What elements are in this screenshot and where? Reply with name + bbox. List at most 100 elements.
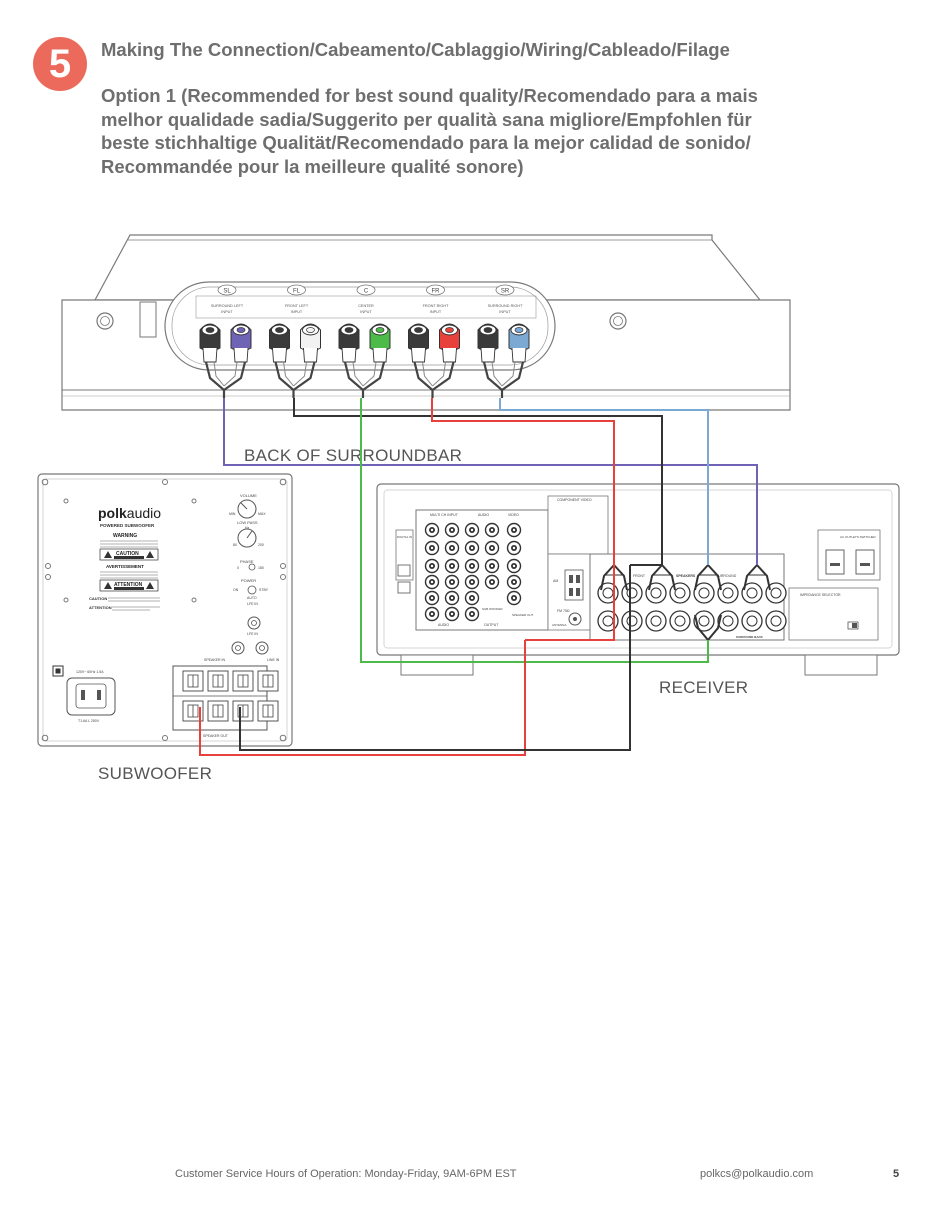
phase-label: PHASE: [240, 559, 254, 564]
support-email: polkcs@polkaudio.com: [700, 1168, 814, 1180]
speakers-label: SPEAKERS: [676, 574, 696, 578]
front-label: FRONT: [633, 574, 646, 578]
receiver-speaker-terminal-icon[interactable]: [693, 610, 715, 632]
receiver-speaker-terminal-icon[interactable]: [717, 610, 739, 632]
rca-jack-icon[interactable]: [484, 522, 500, 538]
subwoofer-brand-logo: polkaudio: [98, 505, 161, 521]
lfe-in-jack-icon[interactable]: [247, 616, 261, 630]
rca-jack-icon[interactable]: [424, 574, 440, 590]
rca-jack-icon[interactable]: [444, 590, 460, 606]
black-binding-post-icon[interactable]: [338, 323, 360, 363]
receiver-speaker-terminal-icon[interactable]: [645, 610, 667, 632]
colored-binding-post-icon[interactable]: [300, 323, 321, 363]
subwoofer-caption: SUBWOOFER: [98, 764, 212, 783]
multi-ch-input-label: MULTI CH INPUT: [430, 513, 459, 517]
rca-jack-icon[interactable]: [424, 558, 440, 574]
rca-jack-icon[interactable]: [464, 522, 480, 538]
surround-back-label: SURROUND BACK: [736, 635, 764, 639]
rca-jack-icon[interactable]: [444, 540, 460, 556]
rca-jack-icon[interactable]: [506, 522, 522, 538]
sub-speaker-terminal-icon[interactable]: [232, 670, 254, 692]
wire-front-right: [431, 398, 615, 565]
line-in-jack-icon[interactable]: [231, 641, 245, 655]
y-connector-icon: [343, 361, 386, 398]
sub-speaker-terminal-icon[interactable]: [182, 670, 204, 692]
receiver-speaker-terminal-icon[interactable]: [741, 582, 763, 604]
sub-speaker-terminal-icon[interactable]: [257, 700, 279, 722]
receiver-speaker-terminal-icon[interactable]: [717, 582, 739, 604]
receiver-speaker-terminal-icon[interactable]: [693, 582, 715, 604]
rca-jack-icon[interactable]: [506, 590, 522, 606]
fm-label: FM 75Ω: [557, 609, 570, 613]
rca-jack-icon[interactable]: [444, 558, 460, 574]
rca-jack-icon[interactable]: [484, 574, 500, 590]
receiver-speaker-terminal-icon[interactable]: [765, 582, 787, 604]
receiver-speaker-terminal-icon[interactable]: [669, 610, 691, 632]
rca-jack-icon[interactable]: [424, 522, 440, 538]
surroundbar-caption: BACK OF SURROUNDBAR: [244, 446, 462, 465]
channel-sublabel: INPUT: [499, 310, 511, 314]
receiver-speaker-terminal-icon[interactable]: [621, 582, 643, 604]
sub-speaker-terminal-icon[interactable]: [207, 670, 229, 692]
colored-binding-post-icon[interactable]: [369, 323, 391, 363]
rca-jack-icon[interactable]: [444, 606, 460, 622]
rca-jack-icon[interactable]: [424, 606, 440, 622]
receiver-speaker-terminal-icon[interactable]: [765, 610, 787, 632]
power-stby: STBY: [259, 588, 269, 592]
ac-outlet-icon: [825, 549, 845, 575]
sub-speaker-terminal-icon[interactable]: [232, 700, 254, 722]
rca-jack-icon[interactable]: [464, 574, 480, 590]
colored-binding-post-icon[interactable]: [508, 323, 530, 363]
speaker-wires: [199, 398, 758, 756]
power-switch-icon[interactable]: [247, 585, 257, 595]
rca-jack-icon[interactable]: [484, 540, 500, 556]
volume-max: MAX: [258, 512, 266, 516]
sub-speaker-terminal-icon[interactable]: [257, 670, 279, 692]
receiver-speaker-terminal-icon[interactable]: [669, 582, 691, 604]
rca-jack-icon[interactable]: [424, 540, 440, 556]
black-binding-post-icon[interactable]: [408, 323, 429, 363]
channel-sublabel: INPUT: [430, 310, 442, 314]
mounting-hole-icon: [609, 312, 627, 330]
black-binding-post-icon[interactable]: [269, 323, 290, 363]
step-number: 5: [48, 42, 72, 86]
rca-jack-icon[interactable]: [464, 558, 480, 574]
receiver-speaker-terminal-icon[interactable]: [741, 610, 763, 632]
rca-jack-icon[interactable]: [444, 522, 460, 538]
warning-heading: WARNING: [113, 533, 137, 539]
channel-label: SURROUND RIGHT: [488, 304, 523, 308]
line-in-jack-icon[interactable]: [255, 641, 269, 655]
rca-jack-icon[interactable]: [424, 590, 440, 606]
rca-jack-icon[interactable]: [506, 574, 522, 590]
volume-min: MIN: [229, 512, 236, 516]
sub-speaker-terminal-icon[interactable]: [182, 700, 204, 722]
colored-binding-post-icon[interactable]: [230, 323, 252, 363]
black-binding-post-icon[interactable]: [477, 323, 499, 363]
receiver-caption: RECEIVER: [659, 678, 748, 697]
rca-jack-icon[interactable]: [464, 606, 480, 622]
rca-jack-icon[interactable]: [484, 558, 500, 574]
option-line: Option 1 (Recommended for best sound qua…: [101, 85, 758, 106]
phase-switch-icon[interactable]: [248, 563, 256, 571]
rca-jack-icon[interactable]: [506, 540, 522, 556]
power-label: POWER: [241, 578, 256, 583]
option-line: Recommandée pour la meilleure qualité so…: [101, 155, 524, 177]
colored-binding-post-icon[interactable]: [439, 323, 460, 363]
power-rating: 120V~ 60Hz 1.5A: [76, 670, 104, 674]
step-number-badge: 5: [33, 37, 87, 91]
low-pass-max: 200: [258, 543, 264, 547]
rca-jack-icon[interactable]: [464, 540, 480, 556]
avertissement-heading: AVERTISSEMENT: [106, 564, 144, 569]
receiver-speaker-terminal-icon[interactable]: [621, 610, 643, 632]
rca-jack-icon[interactable]: [464, 590, 480, 606]
black-binding-post-icon[interactable]: [199, 323, 221, 363]
rca-jack-icon[interactable]: [506, 558, 522, 574]
rca-jack-icon[interactable]: [444, 574, 460, 590]
channel-code: FR: [432, 289, 441, 295]
sub-speaker-terminal-icon[interactable]: [207, 700, 229, 722]
receiver-speaker-terminal-icon[interactable]: [645, 582, 667, 604]
customer-service-hours: Customer Service Hours of Operation: Mon…: [175, 1168, 517, 1180]
